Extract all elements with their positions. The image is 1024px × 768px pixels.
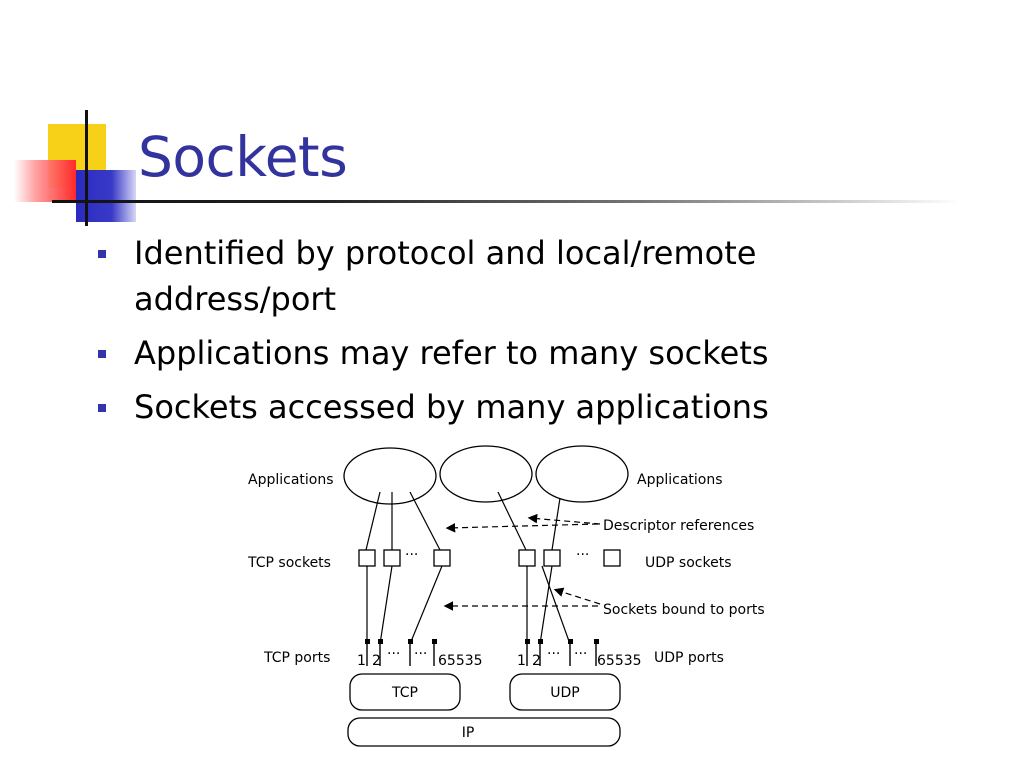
bullet-square-icon bbox=[98, 350, 106, 358]
bullet-item: Identified by protocol and local/remote … bbox=[98, 230, 858, 322]
tcp-ports-label: TCP ports bbox=[263, 650, 330, 666]
tcp-port-2: 2 bbox=[372, 653, 381, 669]
bullet-item: Sockets accessed by many applications bbox=[98, 384, 858, 430]
tcp-box-label: TCP bbox=[391, 685, 418, 701]
bound-arrow-udp bbox=[553, 587, 601, 605]
bullet-text: Identified by protocol and local/remote … bbox=[134, 234, 757, 318]
bullet-text: Sockets accessed by many applications bbox=[134, 388, 769, 426]
udp-port-2: 2 bbox=[532, 653, 541, 669]
udp-port-ellipsis: ··· bbox=[574, 646, 587, 662]
application-ellipse bbox=[343, 447, 437, 505]
udp-port-pins bbox=[526, 640, 597, 666]
tcp-box bbox=[349, 673, 461, 711]
udp-sockets bbox=[518, 549, 621, 567]
udp-port-ellipsis: ··· bbox=[547, 646, 560, 662]
udp-sockets-label: UDP sockets bbox=[645, 555, 731, 571]
tcp-port-ellipsis: ··· bbox=[387, 646, 400, 662]
applications-right-label: Applications bbox=[637, 472, 723, 488]
udp-box bbox=[509, 673, 621, 711]
title-underline bbox=[52, 200, 960, 203]
applications-left-label: Applications bbox=[248, 472, 334, 488]
ip-box bbox=[347, 717, 621, 747]
tcp-port-max: 65535 bbox=[438, 653, 483, 669]
application-ellipse bbox=[535, 445, 629, 503]
app-socket-links bbox=[365, 491, 561, 551]
udp-port-max: 65535 bbox=[597, 653, 642, 669]
descriptor-arrow-tcp bbox=[445, 523, 599, 533]
socket-port-links bbox=[366, 565, 571, 645]
descriptor-references-label: Descriptor references bbox=[603, 518, 754, 534]
bullet-list: Identified by protocol and local/remote … bbox=[98, 230, 858, 438]
bullet-text: Applications may refer to many sockets bbox=[134, 334, 769, 372]
descriptor-arrow-udp bbox=[527, 513, 601, 525]
tcp-port-pins bbox=[366, 640, 435, 666]
ip-box-label: IP bbox=[462, 725, 475, 741]
application-ellipse bbox=[439, 445, 533, 503]
bullet-item: Applications may refer to many sockets bbox=[98, 330, 858, 376]
bullet-square-icon bbox=[98, 404, 106, 412]
udp-ports-label: UDP ports bbox=[654, 650, 724, 666]
udp-socket-ellipsis: ··· bbox=[576, 547, 589, 563]
sockets-bound-label: Sockets bound to ports bbox=[603, 602, 765, 618]
bullet-square-icon bbox=[98, 250, 106, 258]
logo-vertical-line bbox=[85, 110, 88, 226]
udp-port-dots bbox=[525, 639, 599, 644]
tcp-port-1: 1 bbox=[357, 653, 366, 669]
tcp-port-ellipsis: ··· bbox=[414, 646, 427, 662]
tcp-sockets-label: TCP sockets bbox=[247, 555, 331, 571]
tcp-socket-ellipsis: ··· bbox=[405, 547, 418, 563]
logo-red-square bbox=[14, 160, 76, 202]
slide-title: Sockets bbox=[138, 125, 348, 189]
tcp-port-dots bbox=[365, 639, 437, 644]
udp-port-1: 1 bbox=[517, 653, 526, 669]
udp-box-label: UDP bbox=[550, 685, 579, 701]
socket-diagram: Applications Applications Descriptor ref… bbox=[247, 445, 765, 747]
